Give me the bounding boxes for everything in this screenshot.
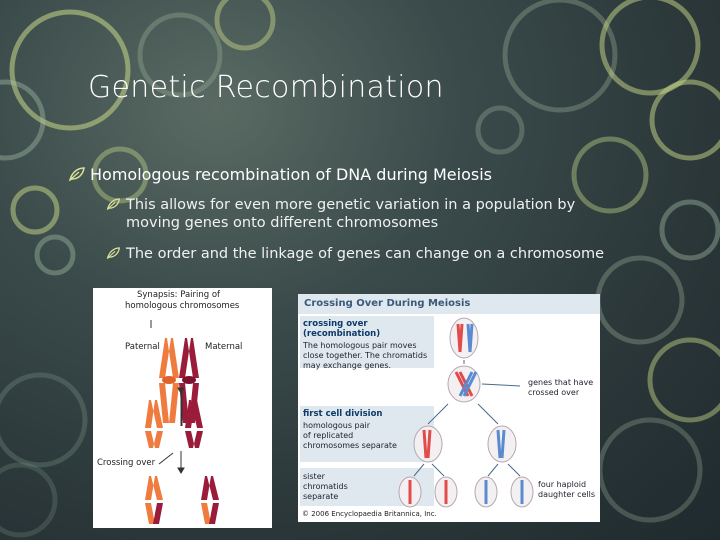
cell-stage-3-left [413,425,443,463]
panel-heading: crossing over (recombination) [303,319,381,339]
haploid-cell [474,476,498,508]
cell-stage-1 [449,317,479,359]
bullet-level1: Homologous recombination of DNA during M… [68,164,650,186]
cell-stage-3-right [487,425,517,463]
note-line: crossed over [528,388,580,397]
chromosome-pairs [145,387,219,524]
meiosis-diagram [398,317,534,508]
bullet-text: The order and the linkage of genes can c… [126,246,605,262]
panel-text: of replicated [303,431,354,440]
bullet-text: This allows for even more genetic variat… [126,197,576,231]
bullet-leaf-icon [106,247,121,260]
crossing-over-label: Crossing over [97,458,156,468]
panel-text: may exchange genes. [303,361,392,370]
panel-text: separate [303,492,339,501]
panel-text: chromosomes separate [303,441,397,450]
haploid-note: four haploid daughter cells [538,480,595,500]
panel-text: homologous pair [303,421,371,430]
bullet-text: Homologous recombination of DNA during M… [90,165,492,184]
cell-stage-2 [447,365,481,403]
maternal-label: Maternal [205,342,243,352]
panel-first-division: first cell division homologous pair of r… [300,406,434,462]
bullet-leaf-icon [106,198,121,211]
figure-heading: Crossing Over During Meiosis [298,294,600,314]
panel-text: sister [303,472,325,481]
crossing-over-figure: Crossing Over During Meiosis crossing ov… [298,294,600,522]
arrow-down-icon [177,451,185,474]
panel-crossing-over: crossing over (recombination) The homolo… [300,316,434,370]
arrow-down-icon [177,387,185,426]
paternal-label: Paternal [125,342,160,352]
synapsis-label: homologous chromosomes [125,301,240,311]
synapsis-label: Synapsis: Pairing of [137,290,221,300]
recombined-chromosome-right [201,476,219,524]
bullet-level2: The order and the linkage of genes can c… [106,245,626,263]
panel-heading: first cell division [303,409,383,419]
bullet-leaf-icon [68,167,85,182]
chromosome-drawing [150,320,199,426]
genes-crossed-note: genes that have crossed over [528,378,593,398]
recombined-chromosome-left [145,476,163,524]
note-line: genes that have [528,378,594,387]
synapsis-figure: Synapsis: Pairing of homologous chromoso… [93,288,272,528]
maternal-chromosome [185,400,203,448]
haploid-cell [398,476,422,508]
panel-text: The homologous pair moves [303,341,417,350]
haploid-cell [510,476,534,508]
panel-text: chromatids [303,482,348,491]
slide-title: Genetic Recombination [88,70,444,105]
paternal-chromosome [145,400,163,448]
note-line: daughter cells [538,490,596,499]
panel-text: close together. The chromatids [303,351,428,360]
crossing-arrow-icon [158,452,174,465]
note-line: four haploid [538,480,587,489]
figure-credit: © 2006 Encyclopaedia Britannica, Inc. [302,510,437,518]
haploid-cell [434,476,458,508]
bullet-level2: This allows for even more genetic variat… [106,196,626,232]
paternal-chromosome [159,338,179,423]
